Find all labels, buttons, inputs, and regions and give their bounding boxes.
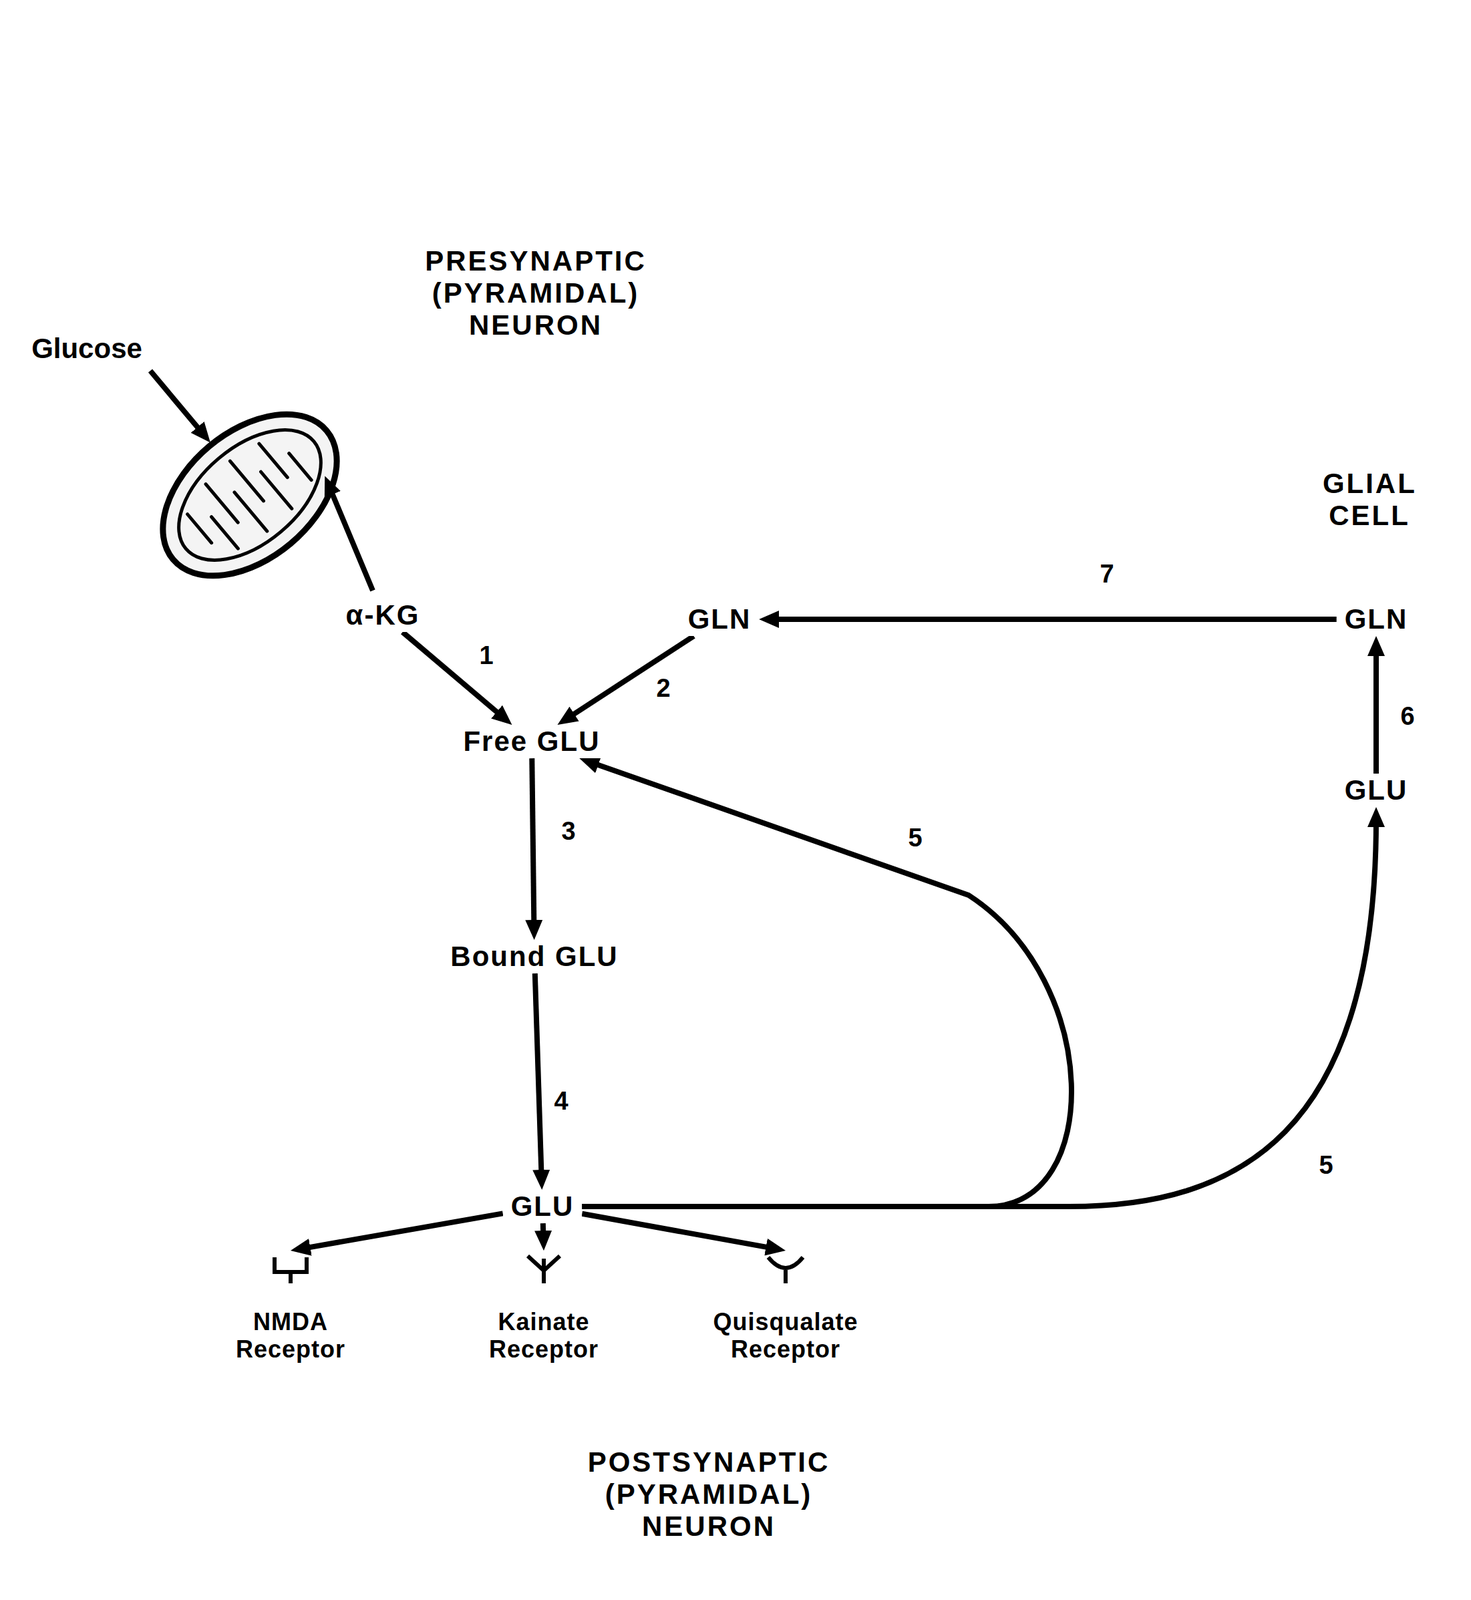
cell-title: GLIAL CELL — [1313, 463, 1426, 537]
quisqualate-receptor-symbol — [768, 1257, 803, 1284]
step-number: 5 — [1314, 1151, 1337, 1181]
presynaptic-neuron-outline — [127, 25, 964, 1144]
cristae — [179, 428, 319, 564]
step-number: 7 — [1095, 559, 1118, 590]
mitochondrion-arrow — [330, 488, 373, 591]
step-number-text: 7 — [1095, 559, 1118, 590]
metabolite-box: Free GLU — [454, 724, 608, 759]
node-label: Quisqualate Receptor — [704, 1305, 866, 1367]
node-label: GLN — [1344, 603, 1409, 635]
substrate-label-text: Glucose — [28, 332, 145, 365]
node-label: GLN — [688, 603, 752, 635]
cell-fill — [1249, 438, 1471, 1210]
step-number-text: 4 — [549, 1086, 572, 1117]
step-number-text: 3 — [557, 816, 580, 847]
arrow-connector — [535, 973, 542, 1177]
node-label: Bound GLU — [450, 941, 618, 972]
metabolite-box: α-KG — [338, 598, 429, 632]
step-number: 1 — [474, 641, 498, 671]
step-number-text: 1 — [474, 641, 498, 671]
metabolite-box: Bound GLU — [442, 939, 626, 974]
receptor-box: NMDA Receptor — [227, 1250, 354, 1367]
cell-title: POSTSYNAPTIC (PYRAMIDAL) NEURON — [578, 1442, 840, 1548]
arrow-connector — [1373, 649, 1379, 774]
arrow-connector — [568, 635, 694, 718]
glial-cell: GLIAL CELL GLN GLU — [1249, 438, 1471, 1210]
arrow-connector — [540, 1223, 547, 1238]
kainate-receptor-symbol — [527, 1255, 560, 1284]
metabolite-box: GLU — [503, 1189, 583, 1224]
step-number-text: 2 — [651, 674, 675, 704]
step-number-text: 5 — [903, 823, 926, 854]
nmda-receptor-symbol — [274, 1257, 307, 1284]
glucose-arrow — [150, 370, 202, 433]
arrow-connector — [531, 758, 534, 927]
inner-membrane — [154, 404, 345, 586]
step-number-text: 6 — [1396, 702, 1419, 732]
node-label: Free GLU — [462, 726, 600, 757]
node-label: Kainate Receptor — [480, 1305, 607, 1367]
step-number: 5 — [903, 823, 926, 854]
cell-fill — [127, 25, 964, 1144]
presynaptic-neuron: PRESYNAPTIC (PYRAMIDAL) NEURON α-KG GLN Fre… — [127, 25, 964, 1144]
postsynaptic-neuron: POSTSYNAPTIC (PYRAMIDAL) NEURON NMDA Rece… — [122, 1283, 1367, 1600]
arrow-connector — [402, 631, 503, 717]
node-label: NMDA Receptor — [227, 1305, 354, 1367]
arrow-connector — [581, 1213, 773, 1249]
metabolite-box: GLN — [680, 602, 760, 636]
glial-cell-outline — [1249, 438, 1471, 1210]
node-label: α-KG — [346, 599, 421, 631]
cell-fill — [122, 1283, 1367, 1600]
substrate-label: Glucose — [28, 332, 145, 365]
step-number: 6 — [1396, 702, 1419, 732]
node-label: GLU — [1344, 774, 1409, 806]
cell-title: PRESYNAPTIC (PYRAMIDAL) NEURON — [415, 241, 657, 347]
step-number: 2 — [651, 674, 675, 704]
arrow-connector — [581, 762, 1072, 1207]
metabolite-box: GLU — [1336, 773, 1417, 807]
arrow-connector — [581, 820, 1377, 1207]
step-number: 3 — [557, 816, 580, 847]
receptor-box: Kainate Receptor — [480, 1250, 607, 1367]
step-number: 4 — [549, 1086, 572, 1117]
cell-membrane — [122, 1283, 1367, 1600]
node-label: GLU — [511, 1191, 575, 1222]
receptor-box: Quisqualate Receptor — [704, 1250, 866, 1367]
metabolite-box: GLN — [1336, 602, 1417, 636]
arrow-connector — [772, 616, 1337, 622]
arrow-connector — [303, 1213, 504, 1248]
step-number-text: 5 — [1314, 1151, 1337, 1181]
cell-membrane — [127, 25, 964, 1144]
cell-membrane — [1249, 438, 1471, 1210]
